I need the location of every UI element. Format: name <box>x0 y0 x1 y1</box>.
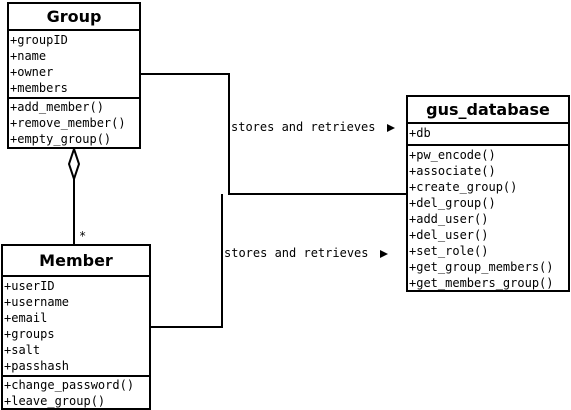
class-member-row: +empty_group() <box>10 132 112 146</box>
class-member-methods: +change_password() +leave_group() <box>3 377 149 409</box>
class-member-row: +get_group_members() <box>409 260 554 274</box>
class-member-row: +email <box>4 311 48 325</box>
relation-label-member-db: stores and retrieves <box>224 246 369 260</box>
class-member-row: +username <box>4 295 70 309</box>
class-member-row: +associate() <box>409 164 496 178</box>
aggregation-multiplicity: * <box>79 229 87 243</box>
aggregation-diamond-icon <box>67 145 81 183</box>
connector-member-to-db <box>150 194 223 328</box>
class-member-title: Member <box>3 246 149 277</box>
class-member-row: +userID <box>4 279 55 293</box>
relation-label-group-db: stores and retrieves <box>231 120 376 134</box>
connector-group-to-db <box>140 73 408 195</box>
class-member: Member +userID +username +email +groups +sal… <box>1 244 151 410</box>
class-gus-database-attributes: +db <box>408 124 568 146</box>
class-member-row: +del_user() <box>409 228 489 242</box>
class-member-row: +set_role() <box>409 244 489 258</box>
class-gus-database: gus_database +db +pw_encode() +associate(… <box>406 95 570 292</box>
class-group-methods: +add_member() +remove_member() +empty_grou… <box>9 99 139 147</box>
class-gus-database-title: gus_database <box>408 97 568 124</box>
class-member-attributes: +userID +username +email +groups +salt +passh… <box>3 277 149 377</box>
class-group-title: Group <box>9 4 139 31</box>
class-member-row: +name <box>10 49 47 63</box>
arrow-right-icon <box>380 250 388 258</box>
class-member-row: +groupID <box>10 33 68 47</box>
class-member-row: +passhash <box>4 359 70 373</box>
class-member-row: +remove_member() <box>10 116 126 130</box>
class-member-row: +leave_group() <box>4 394 106 408</box>
class-member-row: +pw_encode() <box>409 148 496 162</box>
class-member-row: +get_members_group() <box>409 276 554 290</box>
class-gus-database-methods: +pw_encode() +associate() +create_group() +… <box>408 146 568 291</box>
class-member-row: +owner <box>10 65 54 79</box>
class-member-row: +add_member() <box>10 100 104 114</box>
class-group: Group +groupID +name +owner +members +add_m… <box>7 2 141 149</box>
class-member-row: +add_user() <box>409 212 489 226</box>
class-member-row: +change_password() <box>4 378 135 392</box>
arrow-right-icon <box>387 124 395 132</box>
class-member-row: +create_group() <box>409 180 518 194</box>
class-member-row: +db <box>409 126 431 140</box>
class-member-row: +members <box>10 81 68 95</box>
class-member-row: +salt <box>4 343 41 357</box>
class-group-attributes: +groupID +name +owner +members <box>9 31 139 99</box>
class-member-row: +groups <box>4 327 55 341</box>
class-member-row: +del_group() <box>409 196 496 210</box>
